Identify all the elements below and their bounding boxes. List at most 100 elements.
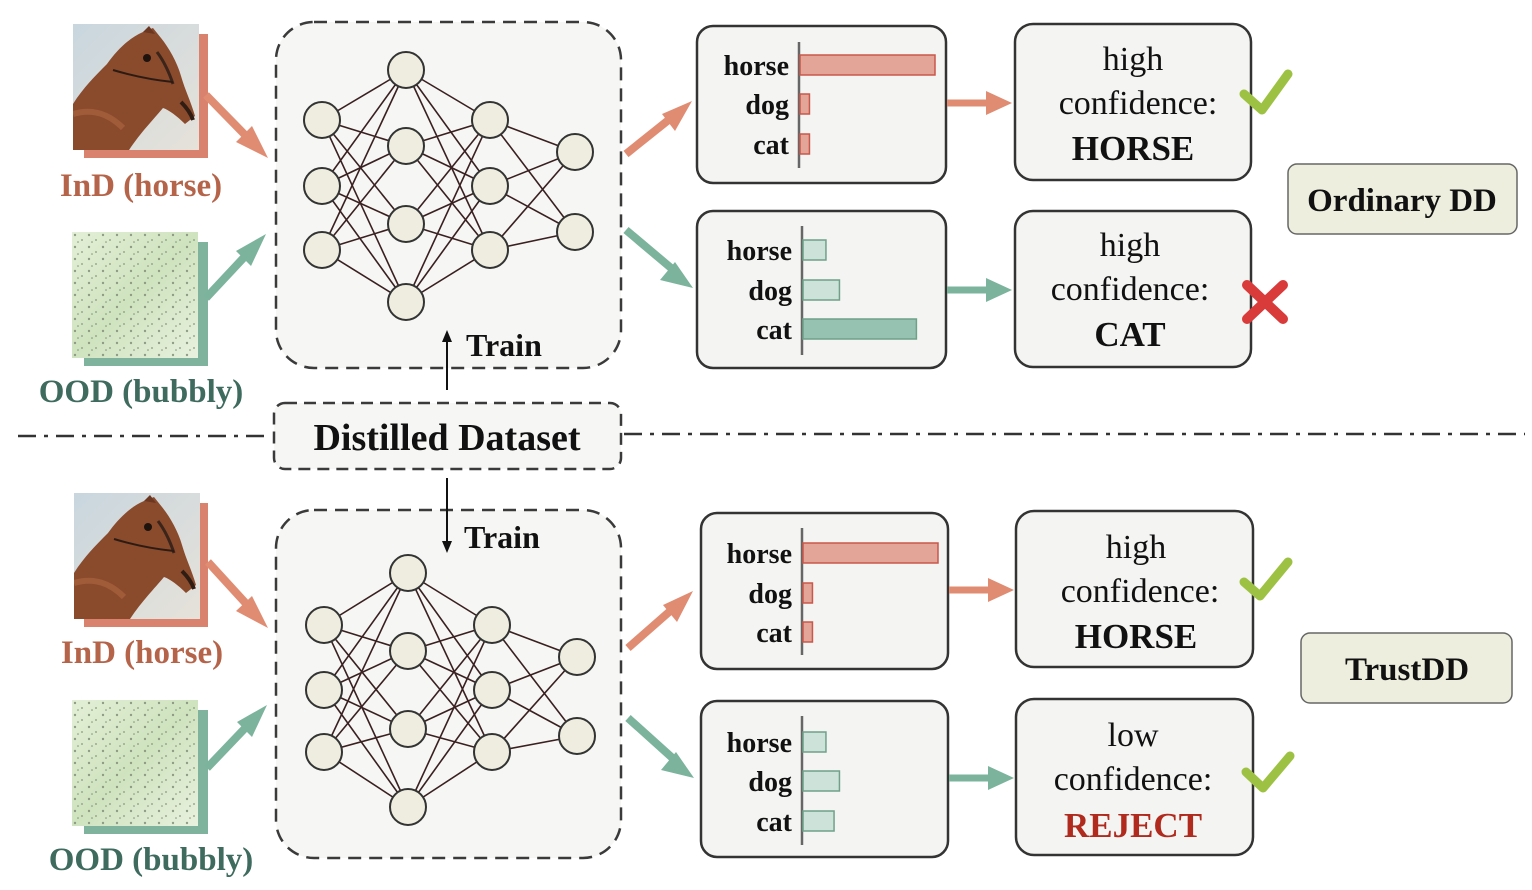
bar-dog <box>799 93 811 115</box>
network-edge <box>323 624 409 730</box>
ind-result-line1-top: high <box>1103 41 1163 78</box>
network-edge <box>407 650 493 753</box>
ind-result-line1-bottom: high <box>1106 529 1166 566</box>
network-node <box>473 733 511 771</box>
network-box-bottom <box>274 508 623 860</box>
bar-label-dog: dog <box>748 276 792 307</box>
network-edge <box>407 572 493 753</box>
method-label-trustdd: TrustDD <box>1345 652 1469 688</box>
ind-result-class-top: HORSE <box>1072 129 1195 168</box>
bar-horse <box>802 542 939 564</box>
network-node <box>558 638 596 676</box>
bar-label-horse: horse <box>727 236 792 267</box>
network-edge <box>407 572 493 691</box>
network-edge <box>405 145 491 251</box>
distilled-dataset-label: Distilled Dataset <box>313 417 580 459</box>
horse-image-bottom <box>74 493 200 619</box>
network-edge <box>321 145 407 251</box>
network-node <box>387 283 425 321</box>
neural-network-bottom <box>305 554 596 826</box>
network-node <box>558 717 596 755</box>
network-edge <box>405 69 491 187</box>
network-edge <box>321 69 407 251</box>
train-arrow-top <box>442 330 452 390</box>
network-node <box>303 231 341 269</box>
bar-horse <box>799 54 936 76</box>
network-edge <box>323 650 409 753</box>
method-label-ordinary-dd: Ordinary DD <box>1307 183 1497 219</box>
ind-label-bottom: InD (horse) <box>61 635 223 671</box>
network-node <box>471 231 509 269</box>
ind-arrow-bottom <box>205 559 268 628</box>
distilled-dataset-box <box>272 401 623 471</box>
ood-output-arrow-top <box>623 226 693 288</box>
bar-cat <box>802 318 918 340</box>
ind-result-class-bottom: HORSE <box>1075 617 1198 656</box>
ood-result-class-bottom: REJECT <box>1064 806 1202 845</box>
ind-probs-panel-bottom <box>699 511 950 671</box>
network-edge <box>491 624 578 737</box>
neural-network-top <box>303 51 594 321</box>
network-edge <box>321 185 407 303</box>
network-edge <box>321 119 407 303</box>
ood-result-line2-top: confidence: <box>1051 271 1210 308</box>
bar-dog <box>802 279 841 301</box>
ind-result-line2-top: confidence: <box>1059 85 1218 122</box>
network-node <box>556 213 594 251</box>
ind-output-arrow-bottom <box>625 591 693 652</box>
bar-label-cat: cat <box>756 807 792 838</box>
network-node <box>305 733 343 771</box>
ind-probs-top: horse dog cat <box>724 42 936 168</box>
ood-result-line1-bottom: low <box>1108 717 1159 754</box>
network-node <box>471 167 509 205</box>
network-edge <box>321 119 407 225</box>
network-edge <box>323 624 409 808</box>
network-edge <box>407 624 493 808</box>
checkmark-icon <box>1239 69 1293 115</box>
network-node <box>389 554 427 592</box>
checkmark-icon <box>1241 751 1295 793</box>
method-tag-trustdd <box>1300 632 1513 704</box>
network-edge <box>489 151 576 251</box>
ood-result-class-top: CAT <box>1094 315 1165 354</box>
network-node <box>389 632 427 670</box>
ood-label-top: OOD (bubbly) <box>39 374 243 410</box>
bar-label-dog: dog <box>745 90 789 121</box>
bar-cat <box>799 133 811 155</box>
network-node <box>389 710 427 748</box>
bar-dog <box>802 770 841 792</box>
bar-dog <box>802 582 814 604</box>
network-edge <box>489 119 576 233</box>
bar-label-cat: cat <box>753 130 789 161</box>
network-edge <box>323 572 409 753</box>
bubbly-image-bottom <box>72 700 198 826</box>
ind-output-arrow-top <box>623 101 692 158</box>
network-node <box>473 671 511 709</box>
bar-horse <box>802 731 827 753</box>
train-label-bottom: Train <box>464 519 540 555</box>
network-box-top <box>274 20 623 370</box>
network-edge <box>405 69 491 251</box>
ind-arrow-top <box>203 92 268 158</box>
ood-probs-top: horse dog cat <box>727 226 918 355</box>
ind-label-top: InD (horse) <box>60 168 222 204</box>
network-node <box>556 133 594 171</box>
ind-result-line2-bottom: confidence: <box>1061 573 1220 610</box>
network-edge <box>407 689 493 808</box>
ood-arrow-bottom <box>204 705 267 771</box>
bar-label-dog: dog <box>748 579 792 610</box>
ood-result-arrow-top <box>947 278 1012 302</box>
network-node <box>305 671 343 709</box>
method-tag-ordinary-dd <box>1287 163 1518 235</box>
bar-label-horse: horse <box>724 51 789 82</box>
network-node <box>473 606 511 644</box>
cross-icon <box>1242 280 1288 324</box>
ind-probs-panel-top <box>695 24 948 185</box>
ood-label-bottom: OOD (bubbly) <box>49 842 253 878</box>
ood-result-arrow-bottom <box>949 766 1014 790</box>
ood-output-arrow-bottom <box>625 715 694 778</box>
bar-label-cat: cat <box>756 315 792 346</box>
